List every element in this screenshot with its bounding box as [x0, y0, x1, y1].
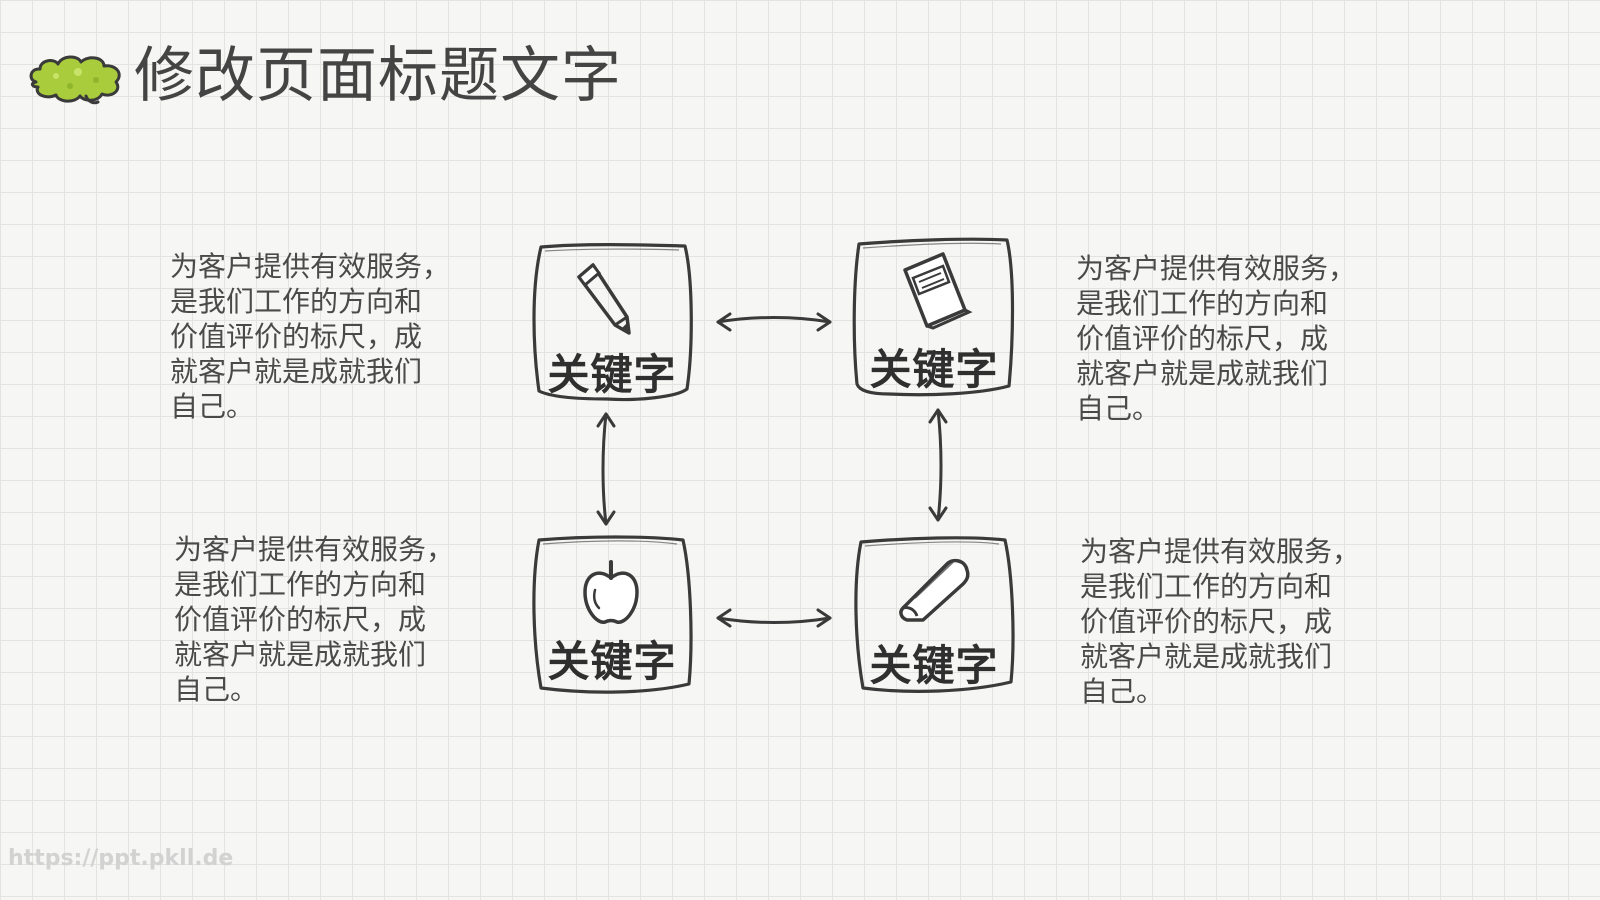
description-bottom-right: 为客户提供有效服务， 是我们工作的方向和 价值评价的标尺，成 就客户就是成就我们…: [1080, 535, 1361, 708]
double-arrow-top-horizontal: [716, 312, 832, 332]
keyword-card-apple: 关键字: [527, 532, 697, 700]
card-frame: [852, 237, 1015, 397]
double-arrow-bottom-horizontal: [716, 608, 832, 628]
green-cloud-icon: [29, 55, 121, 105]
description-top-right: 为客户提供有效服务， 是我们工作的方向和 价值评价的标尺，成 就客户就是成就我们…: [1076, 252, 1357, 425]
card-frame: [854, 536, 1015, 693]
page-title: 修改页面标题文字: [134, 41, 622, 111]
book-icon: [903, 252, 973, 330]
keyword-label: 关键字: [869, 345, 999, 394]
keyword-card-book: 关键字: [849, 234, 1019, 402]
keyword-card-pencil: 关键字: [527, 239, 697, 407]
description-top-left: 为客户提供有效服务， 是我们工作的方向和 价值评价的标尺，成 就客户就是成就我们…: [170, 250, 451, 423]
pencil-icon: [576, 262, 631, 335]
apple-icon: [583, 560, 639, 624]
card-frame: [532, 535, 693, 694]
keyword-label: 关键字: [547, 637, 677, 686]
keyword-label: 关键字: [547, 350, 677, 399]
keyword-card-eraser: 关键字: [849, 532, 1019, 700]
double-arrow-right-vertical: [928, 408, 948, 522]
watermark-url: https://ppt.pkll.de: [8, 846, 234, 871]
double-arrow-left-vertical: [596, 412, 616, 526]
description-bottom-left: 为客户提供有效服务， 是我们工作的方向和 价值评价的标尺，成 就客户就是成就我们…: [174, 533, 455, 706]
card-frame: [532, 243, 693, 402]
eraser-icon: [899, 558, 970, 622]
keyword-label: 关键字: [869, 641, 999, 690]
